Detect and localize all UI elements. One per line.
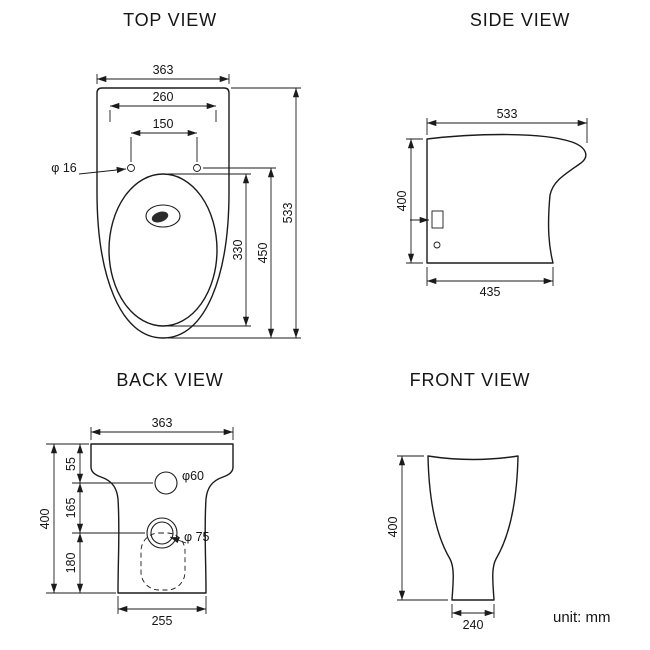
top-view-hinge-hole-right [193, 164, 201, 172]
back-view-trapway-hidden [140, 532, 186, 591]
front-view-title: FRONT VIEW [410, 370, 531, 390]
dim-label-inlet-dia: φ60 [182, 469, 204, 483]
top-view-flush-outlet-inner [151, 211, 169, 223]
leader-line-outlet-dia [169, 536, 187, 544]
back-view-inlet-hole [154, 471, 178, 495]
dim-label-seg-bottom: 180 [64, 553, 78, 574]
top-view-body-outline [96, 87, 230, 339]
top-view-flush-outlet [145, 204, 181, 228]
dim-label-side-base-depth: 435 [480, 285, 501, 299]
dim-label-bowl-length: 330 [231, 240, 245, 261]
dim-label-back-width: 363 [152, 416, 173, 430]
dim-label-seat-length: 450 [256, 243, 270, 264]
dim-label-front-height: 400 [386, 517, 400, 538]
back-view: BACK VIEW φ60 φ 75 363 55 165 180 400 [38, 370, 234, 628]
side-view-body-outline [426, 133, 587, 264]
back-view-outlet-hole-inner [150, 521, 174, 545]
front-view-body-outline [427, 455, 519, 601]
front-view: FRONT VIEW 400 240 [386, 370, 530, 632]
dim-label-outlet-dia: φ 75 [184, 530, 210, 544]
top-view-title: TOP VIEW [123, 10, 217, 30]
dim-label-seg-top: 55 [64, 457, 78, 471]
dim-label-seg-middle: 165 [64, 498, 78, 519]
dim-label-back-height: 400 [38, 509, 52, 530]
dim-label-back-base-width: 255 [152, 614, 173, 628]
leader-line-hole-dia [78, 166, 127, 175]
side-view-outlet-detail [431, 210, 444, 229]
dim-label-hole-dia: φ 16 [51, 161, 77, 175]
side-view-title: SIDE VIEW [470, 10, 570, 30]
back-view-title: BACK VIEW [116, 370, 223, 390]
side-view-fixing-hole [433, 241, 441, 249]
dim-label-top-width: 363 [153, 63, 174, 77]
dim-label-overall-length: 533 [281, 203, 295, 224]
dim-label-front-base-width: 240 [463, 618, 484, 632]
unit-note: unit: mm [553, 609, 611, 626]
dim-label-side-depth: 533 [497, 107, 518, 121]
back-view-body-outline [90, 443, 234, 594]
top-view-seat-opening [108, 173, 218, 327]
dim-label-hole-spacing: 150 [153, 117, 174, 131]
top-view: TOP VIEW 363 260 150 φ 16 330 [51, 10, 301, 339]
back-view-outlet-hole-outer [146, 517, 178, 549]
side-view: SIDE VIEW 533 400 435 [395, 10, 588, 299]
dim-label-side-height: 400 [395, 191, 409, 212]
dim-label-seat-width: 260 [153, 90, 174, 104]
top-view-hinge-hole-left [127, 164, 135, 172]
